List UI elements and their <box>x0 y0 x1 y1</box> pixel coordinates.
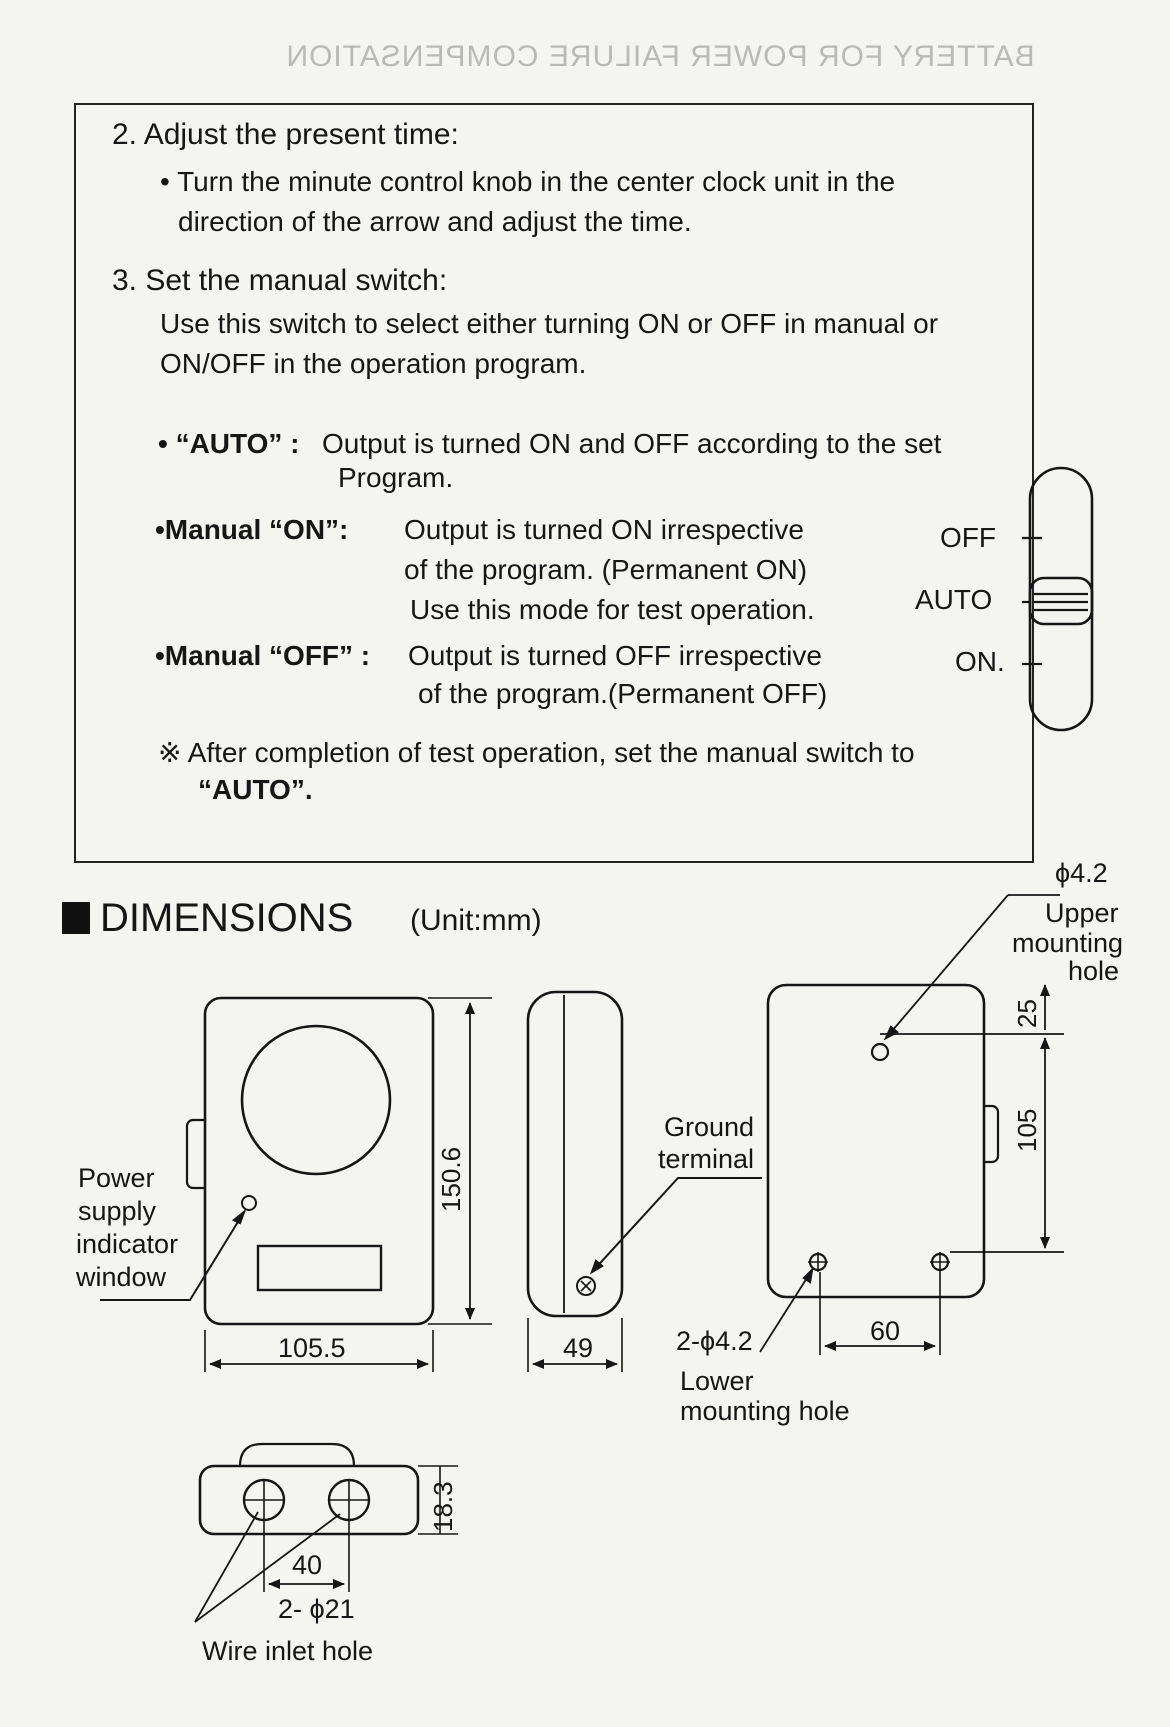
step2-bullet-line2: direction of the arrow and adjust the ti… <box>178 206 692 237</box>
manual-on-line2: of the program. (Permanent ON) <box>404 554 808 585</box>
note-line1: ※ After completion of test operation, se… <box>158 737 915 768</box>
power-indicator-label-4: window <box>76 1262 167 1292</box>
upper-hole-label-2: mounting <box>1012 928 1124 958</box>
lower-hole-spec: 2-ϕ4.2 <box>676 1326 753 1356</box>
hole-spacing-vertical-dimension: 105 <box>1012 1108 1042 1152</box>
switch-off-label: OFF <box>940 522 996 553</box>
height-dimension: 150.6 <box>436 1146 466 1212</box>
manual-off-line1: Output is turned OFF irrespective <box>408 640 822 671</box>
wire-inlet-drawing <box>194 1442 458 1623</box>
switch-auto-label: AUTO <box>915 584 993 615</box>
wire-inlet-spacing: 40 <box>292 1550 323 1580</box>
lower-hole-spacing: 60 <box>870 1316 901 1346</box>
depth-dimension: 49 <box>563 1333 594 1363</box>
step2-bullet-line1: • Turn the minute control knob in the ce… <box>160 166 896 197</box>
manual-on-line3: Use this mode for test operation. <box>410 594 815 625</box>
upper-offset-dimension: 25 <box>1012 999 1042 1028</box>
wire-inlet-label: Wire inlet hole <box>202 1636 374 1666</box>
note-line2: “AUTO”. <box>198 774 313 805</box>
ground-terminal-label-1: Ground <box>664 1112 755 1142</box>
lower-hole-label-2: mounting hole <box>680 1396 850 1426</box>
dimensions-title: DIMENSIONS <box>100 896 354 940</box>
width-dimension: 105.5 <box>278 1333 346 1363</box>
manual-off-label: •Manual “OFF” : <box>155 640 371 671</box>
auto-mode-line1: Output is turned ON and OFF according to… <box>322 428 942 459</box>
step3-line2: ON/OFF in the operation program. <box>160 348 587 379</box>
wire-inlet-spec: 2- ϕ21 <box>278 1594 355 1624</box>
power-indicator-label-2: supply <box>78 1196 157 1226</box>
power-indicator-label-1: Power <box>78 1163 155 1193</box>
dimensions-unit: (Unit:mm) <box>410 904 542 937</box>
power-indicator-label-3: indicator <box>76 1229 179 1259</box>
step3-line1: Use this switch to select either turning… <box>160 308 939 339</box>
manual-off-line2: of the program.(Permanent OFF) <box>418 678 828 709</box>
step3-title: 3. Set the manual switch: <box>112 264 448 297</box>
front-view-drawing <box>100 996 492 1372</box>
side-view-drawing <box>526 990 762 1372</box>
upper-hole-label-1: Upper <box>1045 898 1119 928</box>
manual-on-line1: Output is turned ON irrespective <box>404 514 804 545</box>
wire-inlet-height-dimension: 18.3 <box>428 1481 458 1532</box>
auto-mode-label: • “AUTO” : <box>158 428 300 459</box>
manual-switch-diagram <box>1022 466 1094 732</box>
back-view-drawing <box>759 894 1064 1355</box>
upper-hole-diameter: ϕ4.2 <box>1055 858 1108 888</box>
switch-on-label: ON. <box>955 646 1005 677</box>
manual-on-label: •Manual “ON”: <box>155 514 349 545</box>
upper-hole-label-3: hole <box>1068 956 1120 986</box>
lower-hole-label-1: Lower <box>680 1366 754 1396</box>
ground-terminal-label-2: terminal <box>658 1144 755 1174</box>
auto-mode-line2: Program. <box>338 462 454 493</box>
step2-title: 2. Adjust the present time: <box>112 118 459 151</box>
section-square-icon <box>62 902 90 934</box>
